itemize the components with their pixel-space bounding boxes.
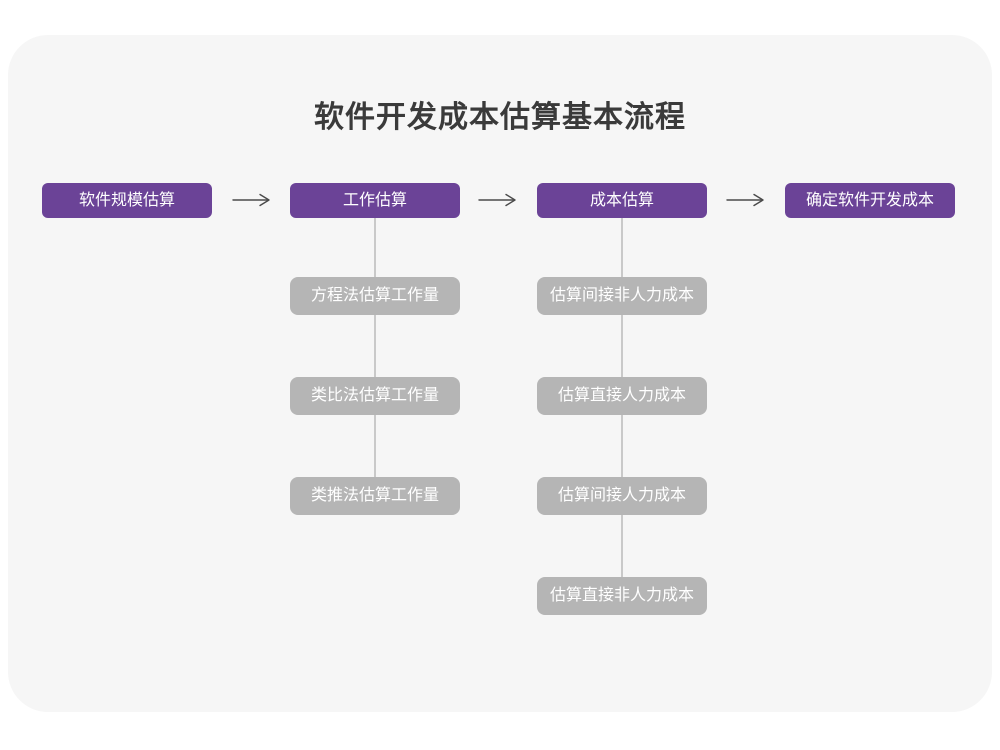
subnode-equation-method: 方程法估算工作量 (290, 277, 460, 315)
subnode-indirect-labor-cost: 估算间接人力成本 (537, 477, 707, 515)
subnode-direct-labor-cost: 估算直接人力成本 (537, 377, 707, 415)
flow-node-software-scale-estimation: 软件规模估算 (42, 183, 212, 218)
flow-node-determine-development-cost: 确定软件开发成本 (785, 183, 955, 218)
subnode-indirect-nonlabor-cost: 估算间接非人力成本 (537, 277, 707, 315)
flow-node-work-estimation: 工作估算 (290, 183, 460, 218)
right-arrow-icon (726, 192, 766, 208)
subnode-extrapolation-method: 类推法估算工作量 (290, 477, 460, 515)
connector-line-work-estimation (374, 218, 376, 477)
right-arrow-icon (478, 192, 518, 208)
diagram-title: 软件开发成本估算基本流程 (314, 101, 686, 134)
right-arrow-icon (232, 192, 272, 208)
subnode-direct-nonlabor-cost: 估算直接非人力成本 (537, 577, 707, 615)
flow-node-cost-estimation: 成本估算 (537, 183, 707, 218)
diagram-card (8, 35, 992, 712)
subnode-analogy-method: 类比法估算工作量 (290, 377, 460, 415)
